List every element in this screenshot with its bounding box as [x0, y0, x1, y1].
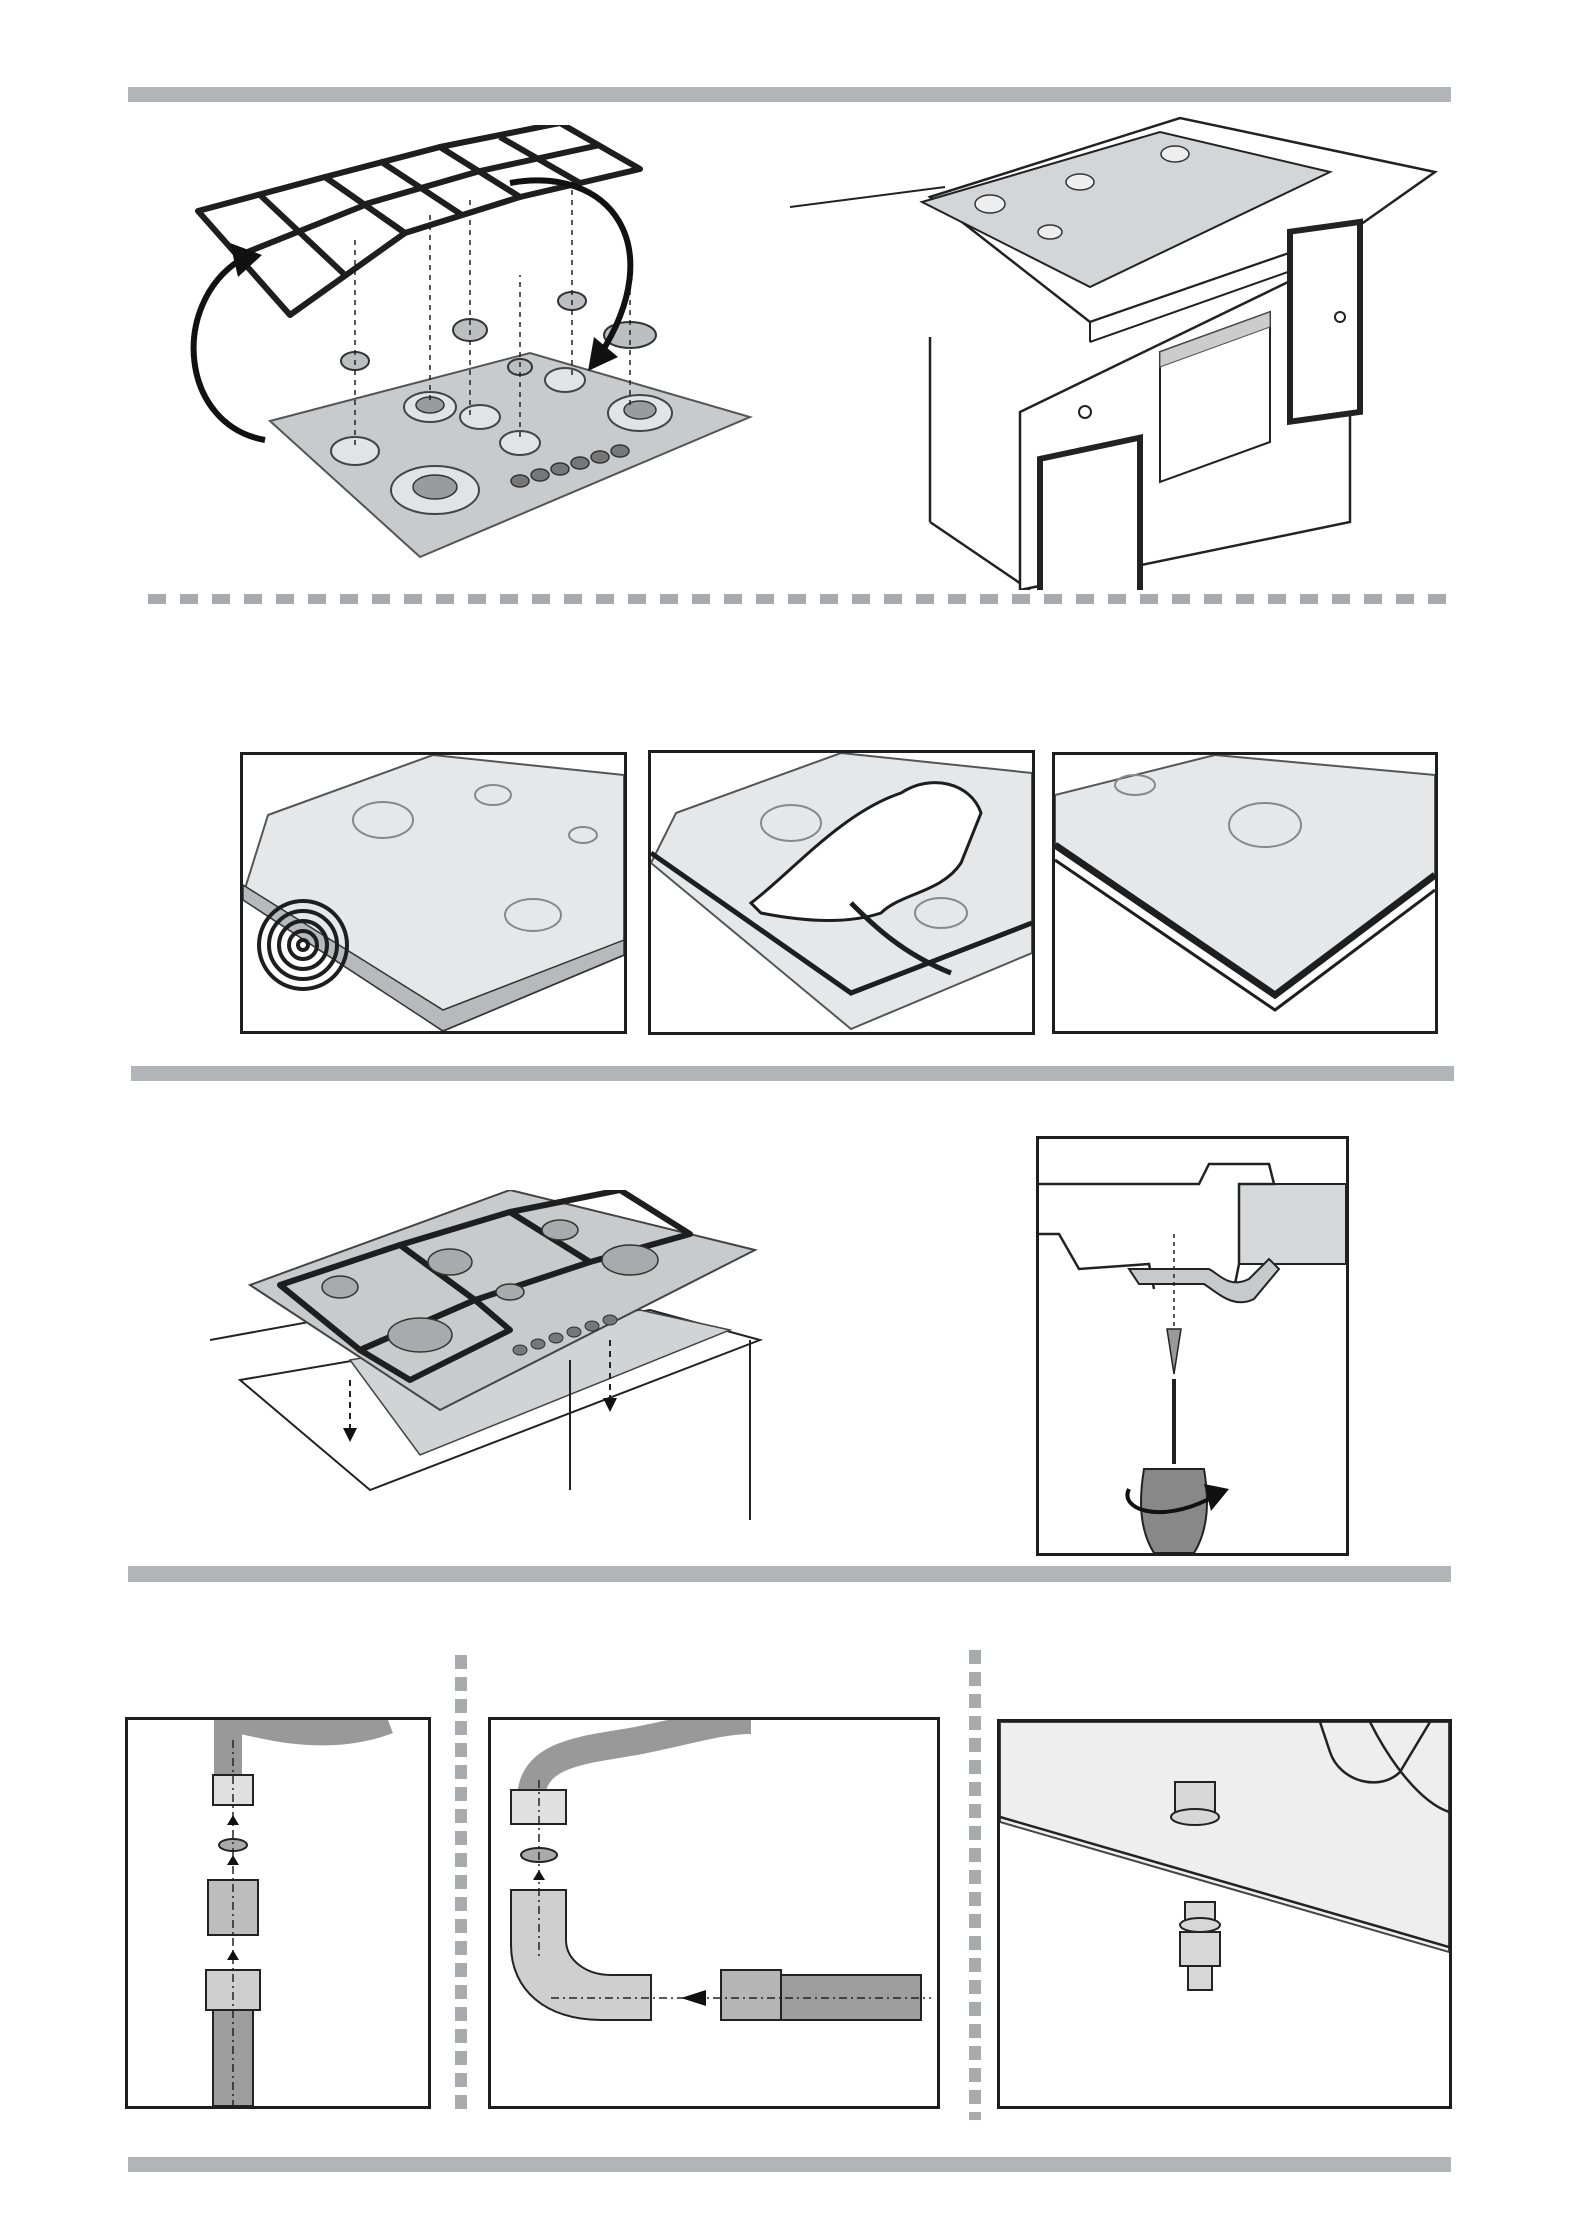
gas-connector-straight [125, 1717, 431, 2109]
gas-connector-underside [997, 1719, 1452, 2109]
section-dashed-divider-vertical-1 [455, 1655, 467, 2115]
hob-drop-in-countertop [210, 1190, 770, 1520]
gas-connector-elbow [488, 1717, 940, 2109]
section-dashed-divider-vertical-2 [969, 1650, 981, 2120]
section-rule-3 [128, 1566, 1451, 1582]
bracket-screw-detail [1036, 1136, 1349, 1556]
section-rule-2 [131, 1066, 1454, 1081]
seal-step-fitted [1052, 752, 1438, 1034]
grid-removal-exploded-view [190, 125, 780, 565]
section-rule-bottom [128, 2157, 1451, 2172]
section-dashed-divider [148, 594, 1446, 604]
section-rule-top [128, 87, 1451, 102]
seal-step-apply [648, 750, 1035, 1035]
seal-step-roll [240, 752, 627, 1034]
kitchen-cabinet-with-hob [790, 112, 1440, 590]
